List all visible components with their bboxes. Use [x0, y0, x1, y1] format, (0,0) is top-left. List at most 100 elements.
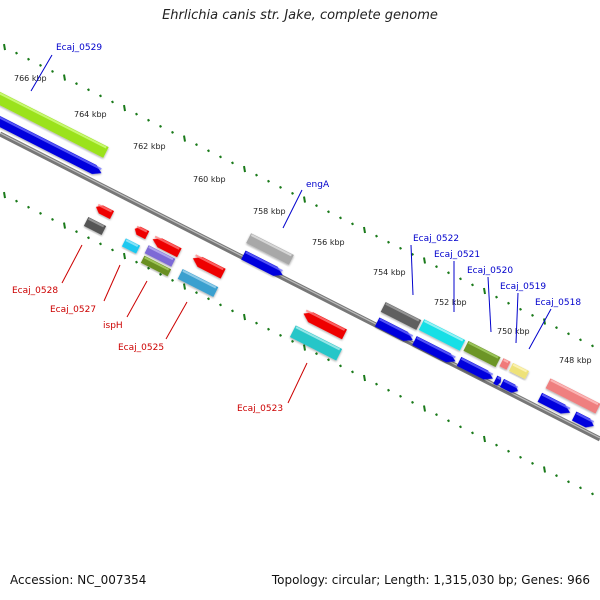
ruler-tick-upper — [231, 161, 234, 165]
cds-block — [241, 250, 283, 276]
ruler-tick-upper — [279, 185, 282, 189]
ruler-tick-lower — [27, 205, 30, 209]
gene-label-leader — [30, 54, 53, 92]
gene-block-Ecaj_0529-body — [0, 88, 109, 158]
cds-block — [374, 317, 414, 341]
cds-block-highlight — [461, 357, 494, 376]
gene-block-right-edge — [545, 378, 600, 414]
gene-block-Ecaj_0522-body — [380, 302, 422, 330]
cds-block-body — [571, 411, 594, 428]
gene-block-Ecaj_0523-highlight — [295, 326, 341, 351]
ruler-tick-upper — [351, 222, 354, 226]
gene-block-ispH-2-highlight — [144, 256, 170, 271]
ruler-tick-upper — [387, 240, 390, 244]
cds-block-body — [241, 250, 283, 276]
ruler-tick-upper — [447, 271, 450, 275]
cds-block-body — [0, 114, 102, 175]
cds-block-body — [537, 392, 571, 414]
ruler-tick-lower — [111, 248, 114, 252]
cds-block-highlight — [0, 115, 102, 171]
gene-label: ispH — [103, 321, 123, 331]
gene-label: Ecaj_0519 — [500, 282, 546, 292]
gene-block-red-highlight — [195, 254, 224, 271]
cds-block-highlight — [416, 337, 456, 359]
ruler-tick-lower — [447, 419, 450, 423]
gene-block-Ecaj_0521-body — [418, 319, 466, 351]
gene-block-Ecaj_0525-body — [177, 269, 219, 297]
ruler-tick-upper — [423, 257, 426, 264]
gene-block-red — [192, 254, 226, 279]
ruler-tick-lower — [15, 199, 18, 203]
ruler-tick-upper — [483, 287, 486, 295]
ruler-tick-lower — [171, 278, 174, 282]
ruler-tick-lower — [567, 480, 570, 484]
ruler-tick-lower — [267, 327, 270, 331]
gene-label-leader — [515, 292, 519, 344]
ruler-tick-upper — [375, 234, 378, 238]
cds-block — [0, 114, 102, 175]
ruler-tick-lower — [471, 431, 474, 435]
gene-block-Ecaj_0521 — [418, 319, 466, 351]
ruler-tick-lower — [543, 466, 546, 473]
cds-block — [412, 336, 456, 363]
cds-block — [499, 378, 519, 393]
gene-block-red-body — [95, 205, 115, 220]
ruler-tick-upper — [135, 112, 138, 116]
gene-block-red-body — [192, 257, 226, 279]
ruler-tick-lower — [3, 191, 6, 199]
ruler-label: 750 kbp — [497, 327, 530, 336]
cds-block-highlight — [576, 412, 595, 423]
gene-block-red-highlight — [305, 309, 345, 331]
ruler-tick-upper — [123, 104, 126, 112]
ruler-label: 760 kbp — [193, 175, 226, 184]
ruler-tick-upper — [63, 74, 66, 81]
ruler-tick-lower — [63, 222, 66, 229]
ruler-tick-upper — [555, 326, 558, 330]
ruler-tick-upper — [267, 179, 270, 183]
gene-block-ispH-2 — [140, 255, 172, 277]
ruler-label: 756 kbp — [312, 238, 345, 247]
ruler-tick-upper — [507, 301, 510, 305]
ruler-tick-lower — [279, 333, 282, 337]
ruler-ticks — [3, 43, 594, 496]
gene-block-Ecaj_0525-highlight — [182, 269, 217, 289]
ruler-tick-upper — [159, 124, 162, 128]
ruler-tick-upper — [579, 338, 582, 342]
gene-block-Ecaj_0519-highlight — [503, 359, 509, 364]
gene-block-Ecaj_0521-highlight — [423, 320, 464, 342]
ruler-tick-lower — [291, 339, 294, 343]
ruler-tick-lower — [507, 449, 510, 453]
ruler-tick-lower — [483, 435, 486, 443]
gene-block-Ecaj_0525 — [177, 269, 219, 297]
gene-block-red-highlight — [154, 235, 180, 250]
ruler-tick-lower — [531, 461, 534, 465]
ruler-tick-lower — [387, 388, 390, 392]
ruler-tick-lower — [315, 352, 318, 356]
ruler-tick-upper — [27, 57, 30, 61]
gene-label-leader — [410, 244, 414, 296]
cds-block-body — [412, 336, 456, 363]
gene-block-ispH-highlight — [148, 246, 174, 261]
genome-backbone — [0, 131, 600, 442]
gene-block-red-highlight — [97, 203, 113, 213]
ruler-tick-lower — [51, 217, 54, 221]
cds-block-body — [499, 378, 519, 393]
ruler-tick-upper — [15, 51, 18, 55]
ruler-tick-lower — [351, 370, 354, 374]
gene-block-red — [95, 203, 115, 220]
ruler-tick-upper — [51, 69, 54, 73]
cds-block-highlight — [497, 376, 501, 380]
ruler-tick-upper — [399, 246, 402, 250]
ruler-tick-lower — [327, 358, 330, 362]
gene-block-Ecaj_0528-body — [83, 217, 107, 235]
ruler-tick-upper — [315, 204, 318, 208]
ruler-tick-upper — [303, 196, 306, 203]
gene-block-Ecaj_0528 — [83, 217, 107, 235]
gene-block-Ecaj_0528-highlight — [88, 217, 105, 228]
ruler-tick-lower — [231, 309, 234, 313]
gene-block-Ecaj_0527-body — [121, 238, 141, 254]
cds-block-highlight — [503, 379, 519, 389]
ruler-label: 754 kbp — [373, 268, 406, 277]
cds-block — [571, 411, 595, 428]
